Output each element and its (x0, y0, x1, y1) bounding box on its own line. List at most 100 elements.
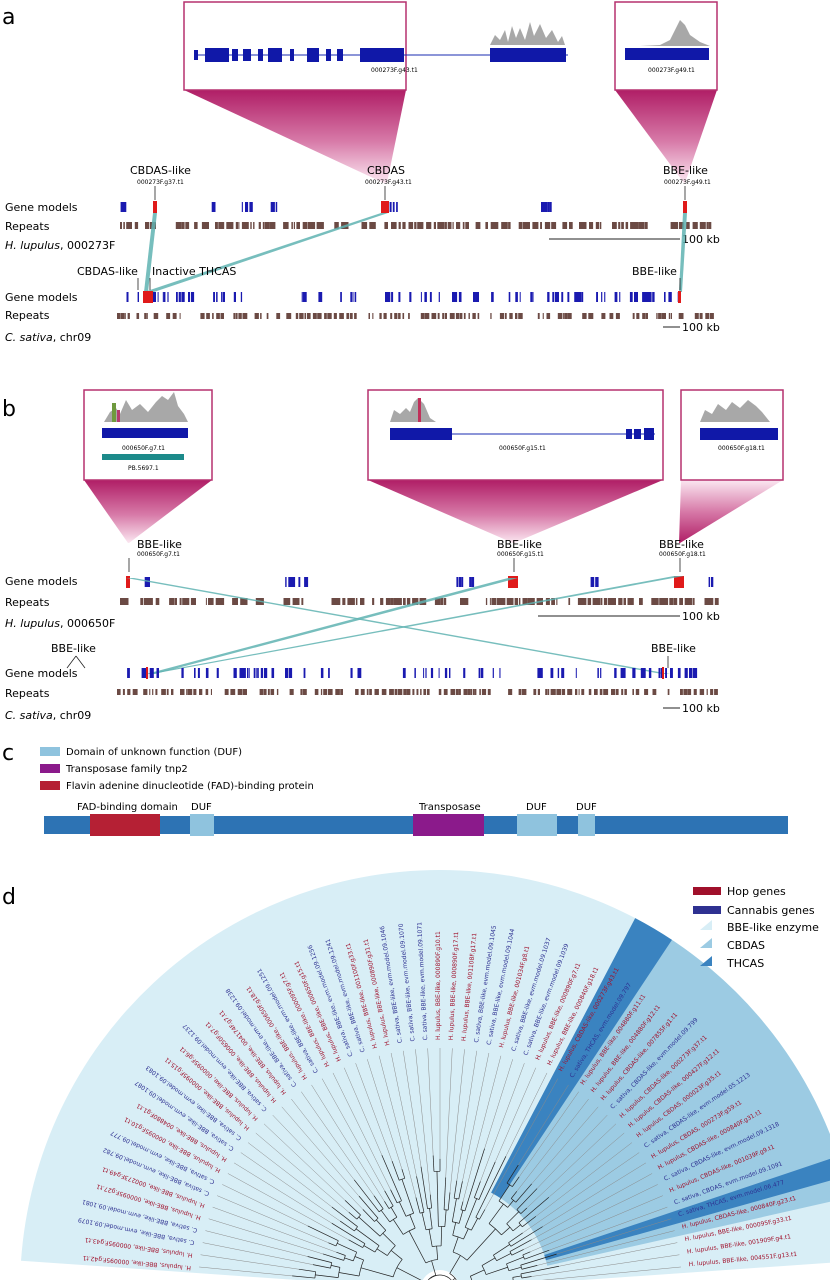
repeat-element (508, 689, 513, 695)
repeat-element (134, 222, 139, 229)
gene-model (677, 668, 680, 678)
gene-model (664, 292, 666, 302)
repeat-element (709, 313, 714, 319)
gene-model (561, 668, 565, 678)
gene-model (695, 668, 698, 678)
tree-branch (493, 1244, 510, 1256)
tree-branch (428, 1229, 433, 1247)
gene-model (601, 292, 603, 302)
tree-branch (337, 1267, 341, 1278)
repeat-element (684, 598, 693, 605)
repeat-element (581, 689, 585, 695)
repeat-element (644, 222, 648, 229)
repeat-element (235, 222, 238, 229)
repeat-element (669, 598, 674, 605)
tree-branch (506, 1263, 510, 1271)
repeat-element (296, 222, 300, 229)
repeat-element (403, 598, 406, 605)
tip-guide (311, 1084, 385, 1202)
repeat-element (293, 222, 295, 229)
tip-guide (272, 1114, 364, 1210)
tip-guide (536, 1114, 608, 1189)
repeat-element (667, 689, 670, 695)
tree-branch (431, 1260, 437, 1276)
gene-model (430, 668, 434, 678)
repeat-element (557, 689, 561, 695)
gene-model (340, 292, 342, 302)
repeat-element (636, 313, 640, 319)
gene-model (425, 668, 427, 678)
inset-a1-caption: 000273F.g43.t1 (371, 67, 418, 74)
tree-branch (401, 1169, 406, 1179)
tree-branch (512, 1277, 514, 1280)
repeat-element (577, 598, 587, 605)
gene-model (481, 668, 484, 678)
tip-guide (531, 1106, 599, 1184)
synteny-link (679, 213, 687, 292)
gene-id: 000273F.g49.t1 (664, 179, 711, 186)
gene-model (357, 668, 359, 678)
repeat-element (551, 598, 555, 605)
protein-domain-map: FAD-binding domain DUF Transposase DUF D… (44, 802, 788, 836)
gene-model (537, 668, 540, 678)
gene-model (471, 577, 475, 587)
gene-model (591, 577, 594, 587)
tree-branch (512, 1224, 521, 1232)
gene-model (288, 577, 292, 587)
gene-model (120, 202, 124, 212)
legend-label: Cannabis genes (727, 904, 815, 917)
gene-model (144, 577, 148, 587)
tip-guide (343, 1067, 383, 1156)
tree-branch (331, 1265, 341, 1268)
tree-branch (391, 1161, 400, 1181)
repeat-element (146, 313, 148, 319)
repeat-element (578, 689, 580, 695)
repeat-element (383, 313, 387, 319)
gene-model (137, 292, 139, 302)
repeat-element (312, 313, 317, 319)
tip-guide (548, 1132, 625, 1198)
repeat-element (193, 689, 197, 695)
repeat-element (385, 598, 391, 605)
gene-name: BBE-like (137, 538, 182, 551)
repeat-element (589, 222, 594, 229)
gene-model (142, 668, 145, 678)
repeat-element (155, 689, 158, 695)
tree-branch (336, 1243, 357, 1253)
repeat-element (171, 689, 174, 695)
gene-model (239, 668, 242, 678)
gene-model (460, 577, 462, 587)
tree-legend: Hop genes Cannabis genes BBE-like enzyme… (693, 885, 819, 970)
repeat-element (216, 313, 220, 319)
gene-model (213, 292, 215, 302)
gene-model (530, 292, 533, 302)
tree-branch (478, 1161, 496, 1200)
repeat-element (186, 689, 188, 695)
inset-b1: 000650F.g7.t1 PB.5697.1 (83, 389, 213, 481)
tip-guide (449, 1049, 465, 1193)
repeat-element (206, 313, 210, 319)
highlighted-gene (381, 201, 389, 213)
inset-b3: 000650F.g18.t1 (680, 389, 784, 481)
tree-branch (453, 1180, 458, 1199)
gene-model (670, 668, 673, 678)
gene-model (595, 577, 599, 587)
gene-model (291, 577, 294, 587)
tree-branch (344, 1257, 354, 1262)
repeat-element (224, 689, 229, 695)
tip-guide (494, 1067, 537, 1163)
tree-branch (315, 1274, 339, 1278)
repeat-element (485, 222, 488, 229)
repeat-element (355, 689, 359, 695)
gene-model (385, 292, 389, 302)
gene-model (577, 292, 581, 302)
gene-model (298, 577, 301, 587)
repeat-element (433, 222, 436, 229)
repeat-element (671, 313, 672, 319)
tree-branch (322, 1253, 344, 1261)
gene-model (304, 577, 307, 587)
inset-b2-caption: 000650F.g15.t1 (499, 445, 546, 452)
gene-model (181, 668, 184, 678)
repeat-element (567, 689, 573, 695)
gene-name: BBE-like (632, 265, 677, 278)
